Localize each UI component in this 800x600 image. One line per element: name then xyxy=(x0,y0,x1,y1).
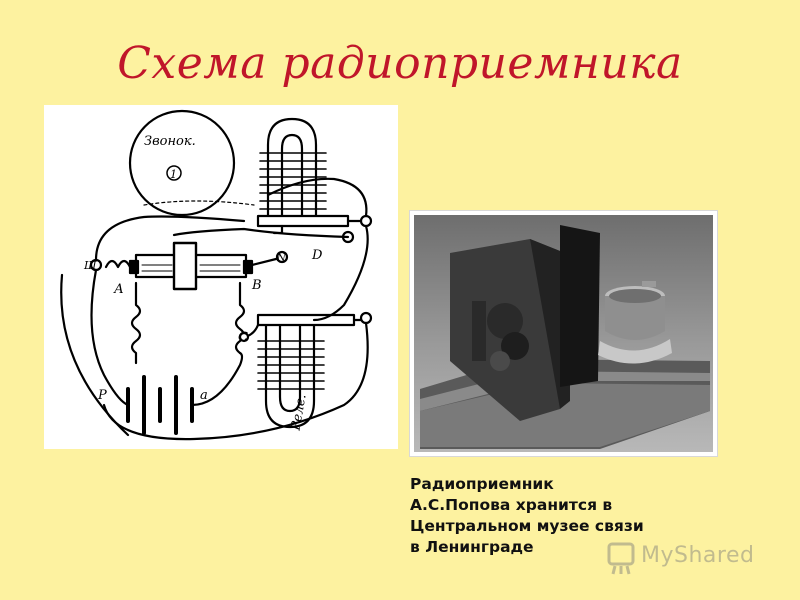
label-terminal-c: С xyxy=(238,330,248,345)
receiver-schematic: Звонок. 1 Ш N D А В С Р а Реле. xyxy=(44,105,398,449)
caption-line-4: в Ленинграде xyxy=(410,538,534,556)
label-terminal-a: А xyxy=(113,282,124,297)
label-terminal-b: В xyxy=(251,278,262,293)
left-coil xyxy=(130,281,142,365)
label-battery-right: а xyxy=(200,388,208,403)
label-bell-number: 1 xyxy=(170,168,177,181)
upper-armature xyxy=(256,214,350,228)
label-relay: Реле. xyxy=(288,393,309,433)
label-bell: Звонок. xyxy=(144,134,196,149)
lower-electromagnet xyxy=(264,323,316,429)
receiver-photo xyxy=(409,210,718,457)
right-coil xyxy=(234,281,246,355)
watermark-logo-icon xyxy=(607,542,635,575)
label-left-terminal: Ш xyxy=(83,259,97,272)
bell-circle xyxy=(128,109,236,217)
label-battery-left: Р xyxy=(97,388,107,403)
upper-electromagnet xyxy=(266,117,318,220)
slide-title: Схема радиоприемника xyxy=(117,38,683,89)
lower-armature xyxy=(256,313,356,327)
photo-caption: Радиоприемник А.С.Попова хранится в Цент… xyxy=(410,474,750,558)
battery xyxy=(126,375,194,435)
caption-line-3: Центральном музее связи xyxy=(410,517,644,535)
label-right-terminal: N xyxy=(276,253,287,264)
watermark-text: MyShared xyxy=(641,543,755,568)
watermark: MyShared xyxy=(605,538,775,578)
bell-number-ring xyxy=(166,165,182,181)
caption-line-1: Радиоприемник xyxy=(410,475,554,493)
caption-line-2: А.С.Попова хранится в xyxy=(410,496,613,514)
receiver-photo-image xyxy=(414,215,713,452)
schematic-drawing: Звонок. 1 Ш N D А В С Р а Реле. xyxy=(60,109,373,441)
label-terminal-d: D xyxy=(311,248,323,263)
